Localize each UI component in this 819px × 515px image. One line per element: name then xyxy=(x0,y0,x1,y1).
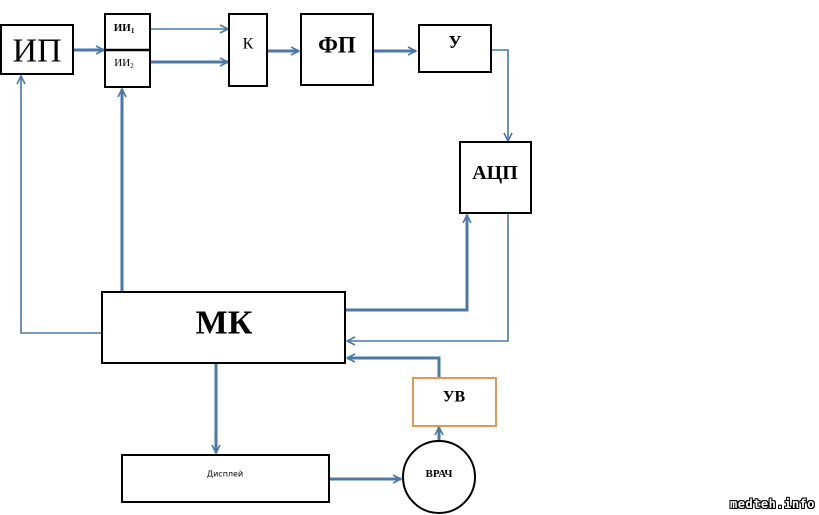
block-u-label: У xyxy=(448,32,461,52)
block-fp-label: ФП xyxy=(318,33,356,58)
wire-uv-to-mk xyxy=(347,358,441,377)
wire-u-to-acp xyxy=(491,49,508,141)
block-fp: ФП xyxy=(300,13,374,86)
block-display: Дисплей xyxy=(121,454,330,503)
block-uv-label: УВ xyxy=(443,389,466,406)
block-u: У xyxy=(418,24,492,73)
block-k-label: К xyxy=(243,36,254,53)
block-k: К xyxy=(228,13,268,87)
block-acp-label: АЦП xyxy=(472,162,518,184)
block-acp: АЦП xyxy=(459,141,532,214)
block-vrach-label: ВРАЧ xyxy=(426,468,453,480)
wire-mk-to-ip xyxy=(21,76,101,334)
block-mk: МК xyxy=(101,291,346,364)
connections xyxy=(21,29,508,479)
block-ip-label: ИП xyxy=(12,33,61,70)
block-ip: ИП xyxy=(0,24,74,75)
block-display-label: Дисплей xyxy=(207,470,243,479)
block-ii1-label: ИИ1 xyxy=(114,22,135,35)
wire-mk-to-acp xyxy=(345,215,467,312)
block-uv: УВ xyxy=(412,377,497,427)
watermark: medteh.info xyxy=(730,497,815,511)
block-ii: ИИ1 ИИ2 xyxy=(104,13,151,88)
block-ii2-label: ИИ2 xyxy=(114,57,134,70)
wire-acp-to-mk xyxy=(347,213,509,341)
block-mk-label: МК xyxy=(196,305,253,342)
block-vrach: ВРАЧ xyxy=(402,440,476,514)
